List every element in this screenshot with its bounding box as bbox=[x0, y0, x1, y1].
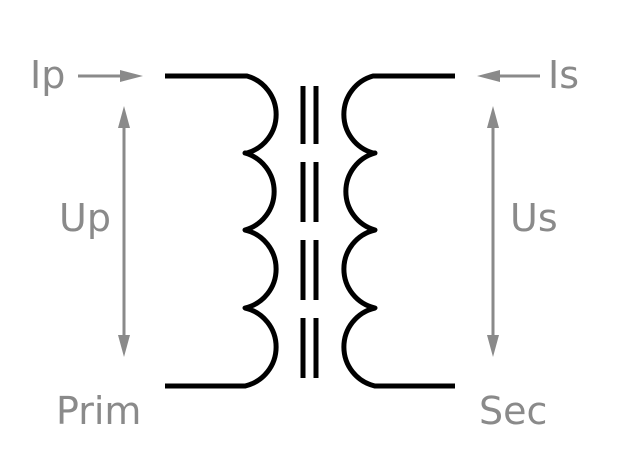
primary-winding bbox=[165, 73, 279, 389]
secondary-voltage-label: Us bbox=[510, 196, 558, 240]
primary-winding-label: Prim bbox=[56, 389, 141, 433]
secondary-current-arrow bbox=[477, 70, 540, 82]
secondary-winding bbox=[341, 73, 455, 389]
primary-voltage-arrow bbox=[118, 106, 130, 357]
secondary-winding-label: Sec bbox=[479, 389, 547, 433]
secondary-current-label: Is bbox=[548, 53, 579, 97]
secondary-voltage-arrow bbox=[487, 106, 499, 357]
transformer-core bbox=[300, 86, 319, 378]
primary-current-label: Ip bbox=[30, 53, 65, 97]
primary-current-arrow bbox=[78, 70, 143, 82]
primary-voltage-label: Up bbox=[59, 196, 111, 240]
